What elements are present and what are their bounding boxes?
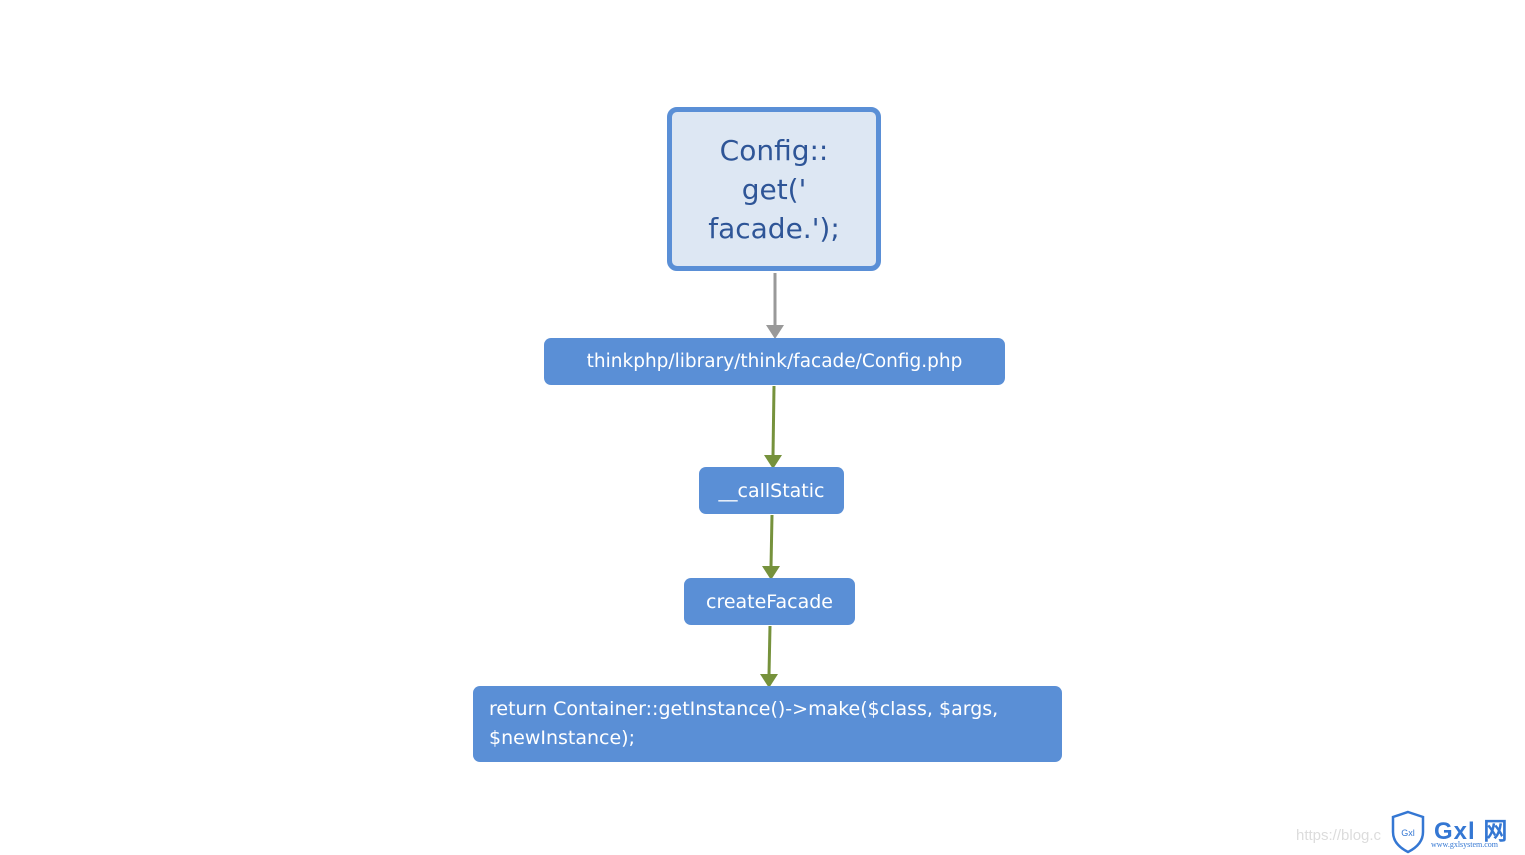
node-config-php: thinkphp/library/think/facade/Config.php	[544, 338, 1005, 385]
watermark-brand: Gxl 网	[1434, 818, 1509, 845]
edge-createfacade-to-return	[760, 625, 778, 688]
edge-callstatic-to-createfacade	[762, 514, 780, 580]
start-node-config-get: Config:: get(' facade.');	[667, 107, 881, 271]
watermark-url: https://blog.c	[1296, 827, 1382, 844]
shield-text: Gxl	[1401, 828, 1415, 838]
edge-config-php-to-callstatic	[764, 385, 782, 469]
node-callstatic: __callStatic	[699, 467, 844, 514]
shield-icon: Gxl	[1391, 810, 1425, 854]
start-node-line-2: get('	[741, 172, 807, 206]
start-node-line-1: Config::	[719, 133, 829, 167]
edge-start-to-config-php	[766, 273, 784, 339]
watermark-logo: Gxl Gxl 网 www.gxlsystem.com	[1390, 810, 1520, 854]
node-return-container: return Container::getInstance()->make($c…	[473, 686, 1062, 762]
start-node-line-3: facade.');	[708, 211, 840, 245]
node-createfacade: createFacade	[684, 578, 855, 625]
watermark-site: www.gxlsystem.com	[1431, 840, 1499, 849]
